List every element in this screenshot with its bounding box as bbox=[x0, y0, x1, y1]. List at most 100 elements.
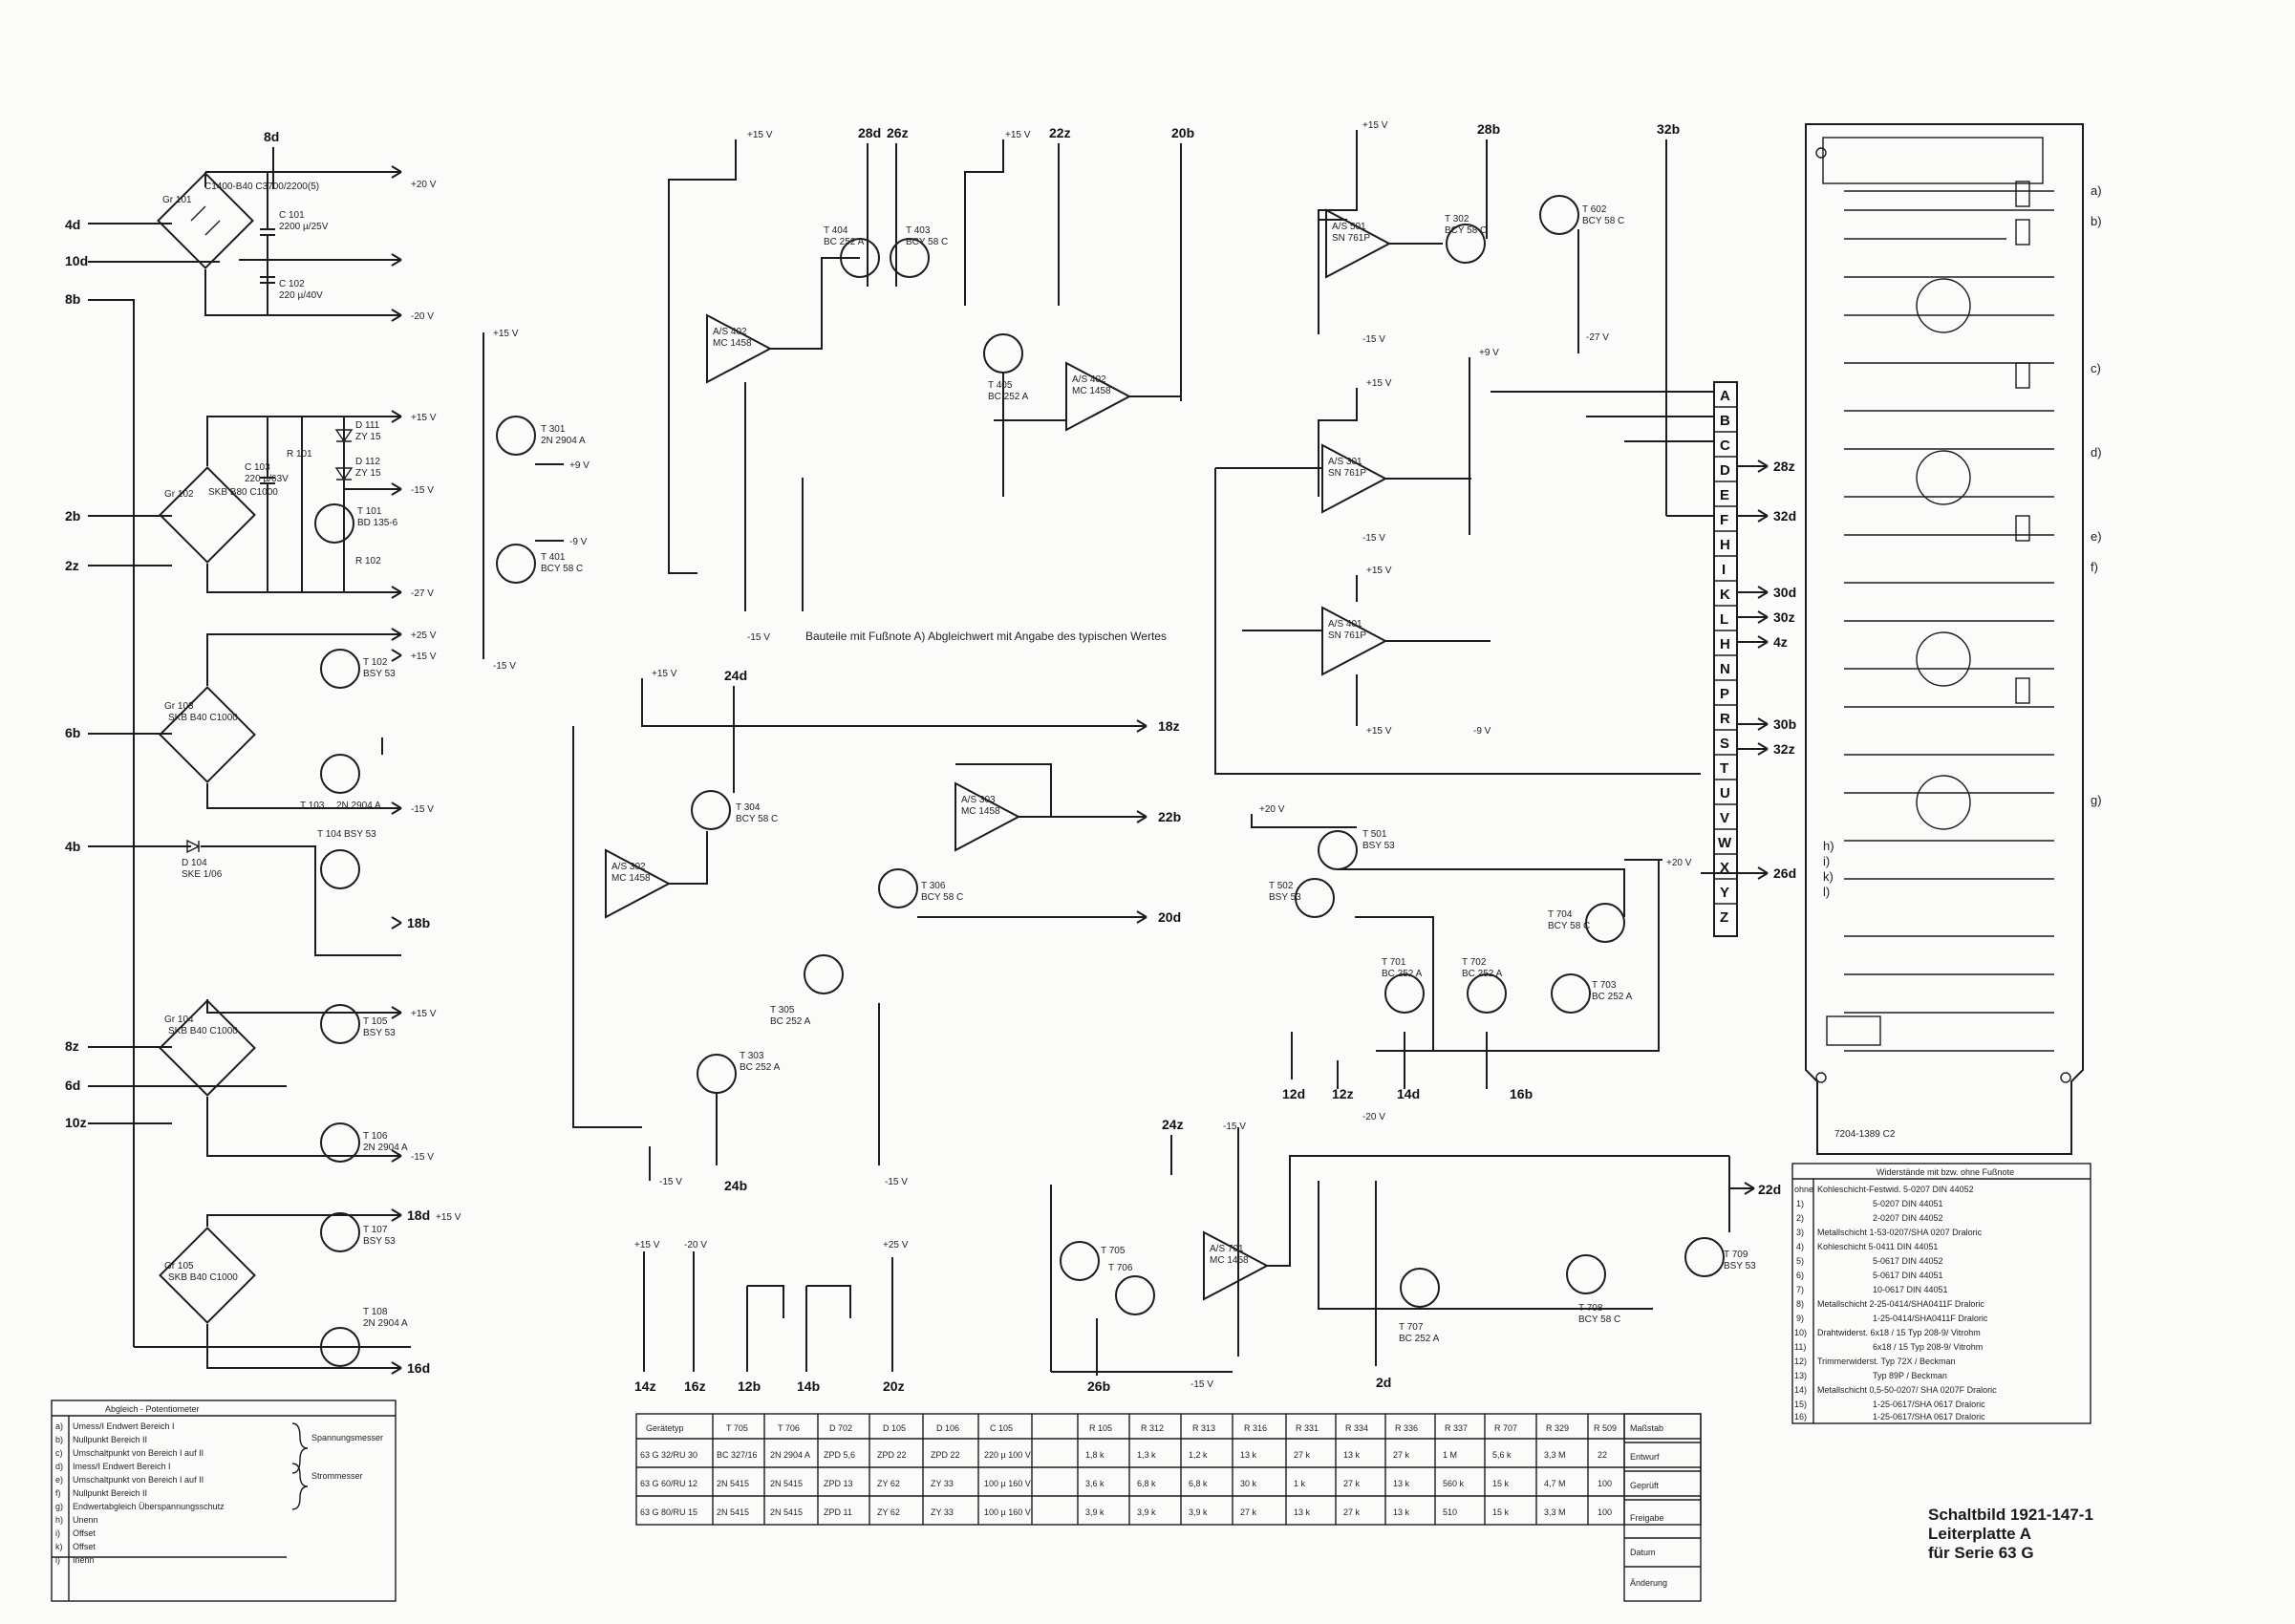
opamp-as302: A/S 302 MC 1458 bbox=[605, 848, 672, 919]
svg-text:5,6 k: 5,6 k bbox=[1492, 1450, 1512, 1460]
svg-text:T 103: T 103 bbox=[300, 801, 325, 811]
svg-text:BC 252 A: BC 252 A bbox=[988, 392, 1029, 402]
svg-text:1,8 k: 1,8 k bbox=[1085, 1450, 1105, 1460]
svg-text:SKE 1/06: SKE 1/06 bbox=[182, 869, 223, 880]
svg-text:1 k: 1 k bbox=[1294, 1479, 1306, 1488]
svg-text:d): d) bbox=[2091, 445, 2102, 459]
svg-text:27 k: 27 k bbox=[1343, 1479, 1361, 1488]
svg-text:Metallschicht 1-53-0207/SHA 0: Metallschicht 1-53-0207/SHA 0207 Dralori… bbox=[1817, 1228, 1983, 1237]
svg-text:Drahtwiderst. 6x18 / 15 Typ 2: Drahtwiderst. 6x18 / 15 Typ 208-9/ Vitro… bbox=[1817, 1328, 1981, 1337]
svg-text:10z: 10z bbox=[65, 1115, 87, 1130]
svg-text:BCY 58 C: BCY 58 C bbox=[1445, 225, 1487, 236]
svg-text:P: P bbox=[1720, 686, 1729, 702]
svg-text:E: E bbox=[1720, 487, 1729, 503]
svg-text:26b: 26b bbox=[1087, 1378, 1110, 1394]
svg-text:+15 V: +15 V bbox=[1362, 120, 1388, 131]
svg-text:C: C bbox=[1720, 438, 1730, 454]
svg-text:2N 2904 A: 2N 2904 A bbox=[363, 1143, 408, 1153]
svg-text:Gr 102: Gr 102 bbox=[164, 489, 194, 500]
svg-text:7204-1389 C2: 7204-1389 C2 bbox=[1834, 1129, 1896, 1140]
svg-text:A/S 701: A/S 701 bbox=[1210, 1244, 1244, 1254]
svg-text:MC 1458: MC 1458 bbox=[611, 873, 651, 884]
svg-text:R 337: R 337 bbox=[1445, 1423, 1468, 1433]
svg-text:k): k) bbox=[1823, 869, 1834, 884]
svg-text:S: S bbox=[1720, 736, 1729, 752]
svg-text:-15 V: -15 V bbox=[493, 661, 516, 672]
svg-text:T 105: T 105 bbox=[363, 1016, 388, 1027]
svg-text:2N 2904 A: 2N 2904 A bbox=[336, 801, 381, 811]
svg-text:18z: 18z bbox=[1158, 718, 1180, 734]
opamp-as701: A/S 701 MC 1458 bbox=[1203, 1230, 1270, 1301]
svg-text:i): i) bbox=[55, 1528, 60, 1538]
svg-text:14d: 14d bbox=[1397, 1086, 1420, 1101]
svg-text:g): g) bbox=[2091, 793, 2102, 807]
svg-text:Endwertabgleich Überspannungss: Endwertabgleich Überspannungsschutz bbox=[73, 1502, 225, 1511]
svg-text:5-0617 DIN 44052: 5-0617 DIN 44052 bbox=[1873, 1256, 1943, 1266]
svg-text:l): l) bbox=[55, 1555, 60, 1565]
svg-text:-20 V: -20 V bbox=[684, 1240, 707, 1250]
svg-text:+15 V: +15 V bbox=[634, 1240, 660, 1250]
bridge-gr103: Gr 103 SKB B40 C1000 bbox=[159, 686, 256, 783]
svg-text:ZY 62: ZY 62 bbox=[877, 1479, 900, 1488]
svg-text:7): 7) bbox=[1796, 1285, 1804, 1294]
svg-text:27 k: 27 k bbox=[1240, 1507, 1257, 1517]
svg-text:Nullpunkt Bereich II: Nullpunkt Bereich II bbox=[73, 1488, 147, 1498]
svg-text:A: A bbox=[1720, 388, 1730, 404]
svg-text:27 k: 27 k bbox=[1294, 1450, 1311, 1460]
title-line-1: Schaltbild 1921-147-1 bbox=[1928, 1506, 2093, 1524]
svg-text:+25 V: +25 V bbox=[411, 630, 437, 641]
svg-text:T 306: T 306 bbox=[921, 881, 946, 891]
svg-text:1,2 k: 1,2 k bbox=[1189, 1450, 1208, 1460]
svg-text:10-0617 DIN 44051: 10-0617 DIN 44051 bbox=[1873, 1285, 1948, 1294]
svg-text:Spannungsmesser: Spannungsmesser bbox=[311, 1433, 383, 1442]
svg-text:220 µ/40V: 220 µ/40V bbox=[279, 290, 323, 301]
svg-text:30b: 30b bbox=[1773, 716, 1796, 732]
svg-text:R 509: R 509 bbox=[1594, 1423, 1617, 1433]
svg-text:+15 V: +15 V bbox=[1366, 726, 1392, 737]
svg-text:100: 100 bbox=[1598, 1507, 1612, 1517]
svg-text:T 706: T 706 bbox=[778, 1423, 800, 1433]
svg-text:30z: 30z bbox=[1773, 609, 1795, 625]
svg-text:A/S 302: A/S 302 bbox=[611, 862, 646, 872]
svg-text:13 k: 13 k bbox=[1294, 1507, 1311, 1517]
svg-text:BSY 53: BSY 53 bbox=[363, 1236, 396, 1247]
svg-text:-15 V: -15 V bbox=[1362, 533, 1385, 544]
svg-text:32z: 32z bbox=[1773, 741, 1795, 757]
svg-text:SKB B40 C1000: SKB B40 C1000 bbox=[168, 1272, 238, 1283]
svg-text:T 709: T 709 bbox=[1724, 1250, 1748, 1260]
bridge-gr105: Gr 105 SKB B40 C1000 bbox=[159, 1227, 256, 1324]
svg-text:X: X bbox=[1720, 860, 1729, 876]
svg-text:-15 V: -15 V bbox=[659, 1177, 682, 1187]
svg-text:5-0617 DIN 44051: 5-0617 DIN 44051 bbox=[1873, 1271, 1943, 1280]
svg-text:N: N bbox=[1720, 661, 1730, 677]
svg-text:-15 V: -15 V bbox=[411, 485, 434, 496]
svg-text:-27 V: -27 V bbox=[411, 588, 434, 599]
svg-text:20d: 20d bbox=[1158, 909, 1181, 925]
svg-text:BC 252 A: BC 252 A bbox=[1399, 1334, 1440, 1344]
svg-text:Umess/I Endwert Bereich I: Umess/I Endwert Bereich I bbox=[73, 1421, 175, 1431]
svg-text:Metallschicht 0,5-50-0207/ SH: Metallschicht 0,5-50-0207/ SHA 0207F Dra… bbox=[1817, 1385, 1997, 1395]
svg-text:Gr 104: Gr 104 bbox=[164, 1015, 194, 1025]
svg-text:28d: 28d bbox=[858, 125, 881, 140]
svg-text:Kohleschicht-Festwid. 5-0207: Kohleschicht-Festwid. 5-0207 DIN 44052 bbox=[1817, 1185, 1974, 1194]
svg-text:k): k) bbox=[55, 1542, 63, 1551]
svg-text:W: W bbox=[1718, 835, 1732, 851]
svg-text:+15 V: +15 V bbox=[411, 413, 437, 423]
svg-text:BD 135-6: BD 135-6 bbox=[357, 518, 398, 528]
opamp-as401: A/S 401 SN 761P bbox=[1321, 606, 1388, 676]
svg-text:+20 V: +20 V bbox=[411, 180, 437, 190]
svg-text:T: T bbox=[1720, 760, 1728, 777]
svg-text:BC 252 A: BC 252 A bbox=[1462, 969, 1503, 979]
svg-text:SKB B40 C1000: SKB B40 C1000 bbox=[168, 1026, 238, 1036]
svg-text:T 401: T 401 bbox=[541, 552, 566, 563]
svg-text:Unenn: Unenn bbox=[73, 1515, 98, 1525]
svg-text:10): 10) bbox=[1794, 1328, 1807, 1337]
svg-text:2200 µ/25V: 2200 µ/25V bbox=[279, 222, 329, 232]
left-terminals: 4d 10d 8b 2b 2z 6b 4b 8z 6d 10z bbox=[65, 217, 88, 1130]
pcb-layout: 7204-1389 C2 a) b) c) d) e) f) g) h) i) … bbox=[1805, 123, 2102, 1155]
svg-text:T 403: T 403 bbox=[906, 225, 931, 236]
svg-text:2z: 2z bbox=[65, 558, 79, 573]
svg-text:6): 6) bbox=[1796, 1271, 1804, 1280]
svg-text:ohne: ohne bbox=[1794, 1185, 1813, 1194]
svg-text:6d: 6d bbox=[65, 1078, 80, 1093]
